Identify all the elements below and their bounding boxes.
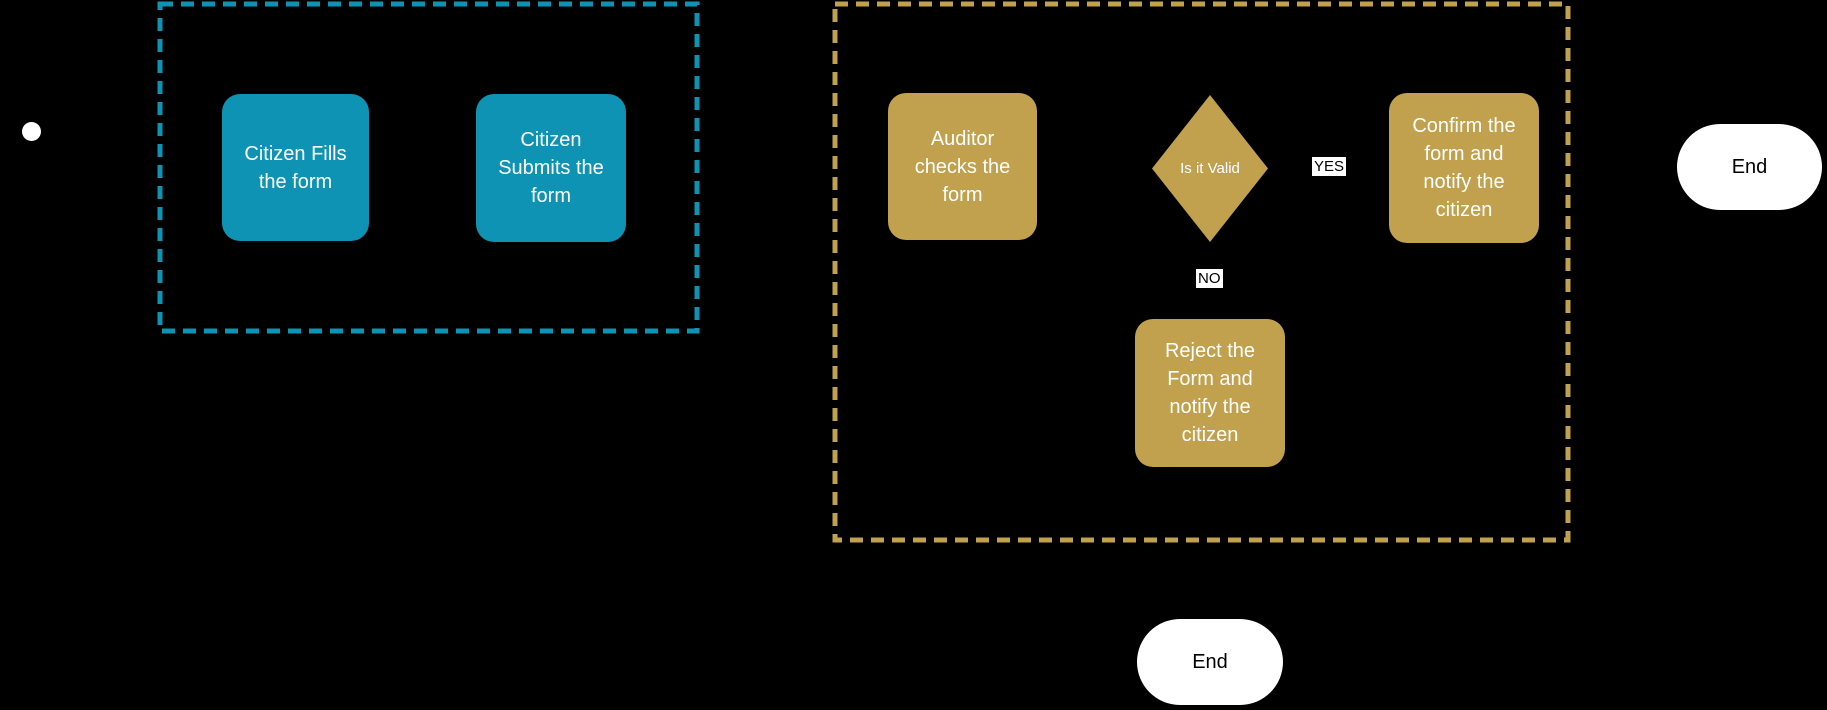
node-citizen-fills-form-label: Citizen Fills the form — [244, 142, 347, 193]
node-decision-is-it-valid: Is it Valid — [1152, 95, 1268, 242]
node-reject-form: Reject the Form and notify the citizen — [1135, 319, 1285, 467]
node-citizen-fills-form: Citizen Fills the form — [222, 94, 369, 241]
node-citizen-submits-form: Citizen Submits the form — [476, 94, 626, 242]
node-auditor-checks-form-label: Auditor checks the form — [914, 127, 1011, 206]
node-confirm-form-label: Confirm the form and notify the citizen — [1412, 115, 1516, 221]
node-confirm-form: Confirm the form and notify the citizen — [1389, 93, 1539, 243]
start-node — [22, 122, 41, 141]
node-end-right-label: End — [1731, 156, 1768, 178]
node-end-right: End — [1677, 124, 1822, 210]
node-end-bottom: End — [1137, 619, 1283, 705]
node-reject-form-label: Reject the Form and notify the citizen — [1164, 340, 1256, 446]
node-end-bottom-label: End — [1192, 651, 1228, 673]
node-citizen-submits-form-label: Citizen Submits the form — [498, 129, 604, 207]
node-auditor-checks-form: Auditor checks the form — [888, 93, 1037, 240]
edge-label-yes: YES — [1312, 157, 1347, 176]
node-decision-is-it-valid-label: Is it Valid — [1180, 159, 1240, 177]
edge-label-no: NO — [1196, 269, 1223, 288]
